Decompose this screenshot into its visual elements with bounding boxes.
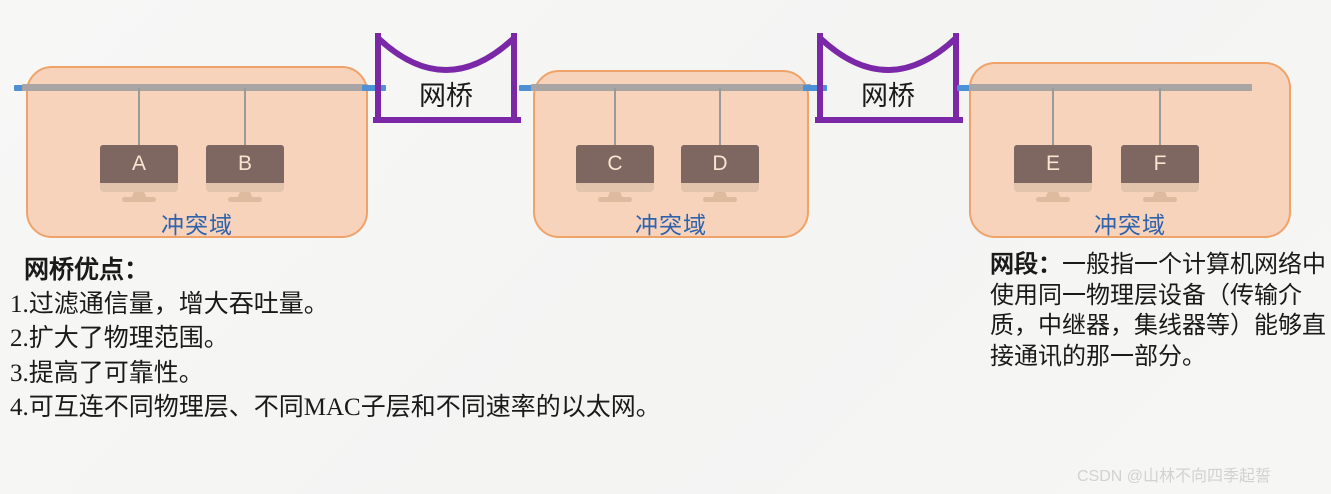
collision-domain-label-1: 冲突域 xyxy=(161,213,233,238)
monitor-bezel xyxy=(681,183,759,192)
bridge-shape-icon xyxy=(815,33,963,123)
drop-line-d xyxy=(719,88,721,146)
monitor-foot xyxy=(1143,197,1177,202)
drop-line-e xyxy=(1052,88,1054,146)
monitor-bezel xyxy=(576,183,654,192)
host-label-b: B xyxy=(206,145,284,183)
host-monitor-e[interactable]: E xyxy=(1014,145,1092,202)
monitor-neck xyxy=(237,192,253,199)
monitor-bezel xyxy=(1014,183,1092,192)
bridge-label-1: 网桥 xyxy=(419,81,473,111)
collision-domain-box-1 xyxy=(26,66,368,238)
monitor-neck xyxy=(131,192,147,199)
host-label-e: E xyxy=(1014,145,1092,183)
monitor-foot xyxy=(228,197,262,202)
segment-definition-body: 一般指一个计算机网络中使用同一物理层设备（传输介质，中继器，集线器等）能够直接通… xyxy=(990,252,1326,371)
bridge-shape-icon xyxy=(373,33,521,123)
bus-line-1 xyxy=(22,84,368,91)
monitor-foot xyxy=(1036,197,1070,202)
monitor-bezel xyxy=(100,183,178,192)
monitor-neck xyxy=(1152,192,1168,199)
host-monitor-c[interactable]: C xyxy=(576,145,654,202)
bus-stub-right-1 xyxy=(362,85,386,91)
bus-line-2 xyxy=(531,84,811,91)
host-monitor-a[interactable]: A xyxy=(100,145,178,202)
bridge-advantage-item-1: 1.过滤通信量，增大吞吐量。 xyxy=(10,290,329,318)
bridge-2[interactable]: 网桥 xyxy=(812,28,964,126)
csdn-watermark: CSDN @山林不向四季起誓 xyxy=(1077,468,1272,485)
bus-stub-left-2 xyxy=(519,85,541,91)
segment-definition-block: 网段：一般指一个计算机网络中使用同一物理层设备（传输介质，中继器，集线器等）能够… xyxy=(990,250,1330,373)
segment-definition-separator: ： xyxy=(1038,252,1062,278)
monitor-foot xyxy=(122,197,156,202)
collision-domain-label-2: 冲突域 xyxy=(635,213,707,238)
monitor-neck xyxy=(1045,192,1061,199)
monitor-bezel xyxy=(1121,183,1199,192)
host-label-a: A xyxy=(100,145,178,183)
bus-line-3 xyxy=(969,84,1252,91)
monitor-bezel xyxy=(206,183,284,192)
host-label-f: F xyxy=(1121,145,1199,183)
monitor-foot xyxy=(598,197,632,202)
monitor-neck xyxy=(607,192,623,199)
host-monitor-b[interactable]: B xyxy=(206,145,284,202)
host-monitor-f[interactable]: F xyxy=(1121,145,1199,202)
drop-line-f xyxy=(1159,88,1161,146)
drop-line-b xyxy=(244,88,246,146)
monitor-neck xyxy=(712,192,728,199)
bus-stub-left-3 xyxy=(957,85,979,91)
bridge-advantages-title: 网桥优点： xyxy=(24,257,150,284)
bridge-label-2: 网桥 xyxy=(861,81,915,111)
bridge-advantage-item-2: 2.扩大了物理范围。 xyxy=(10,325,229,352)
bridge-advantage-item-4: 4.可互连不同物理层、不同MAC子层和不同速率的以太网。 xyxy=(10,394,661,421)
collision-domain-label-3: 冲突域 xyxy=(1094,213,1166,238)
drop-line-c xyxy=(614,88,616,146)
monitor-foot xyxy=(703,197,737,202)
host-label-d: D xyxy=(681,145,759,183)
host-monitor-d[interactable]: D xyxy=(681,145,759,202)
drop-line-a xyxy=(138,88,140,146)
bus-stub-right-2 xyxy=(803,85,827,91)
segment-definition-term: 网段 xyxy=(990,252,1038,278)
host-label-c: C xyxy=(576,145,654,183)
bridge-advantages-block: 网桥优点： 1.过滤通信量，增大吞吐量。 2.扩大了物理范围。 3.提高了可靠性… xyxy=(10,256,750,426)
bridge-advantage-item-3: 3.提高了可靠性。 xyxy=(10,359,204,387)
bridge-1[interactable]: 网桥 xyxy=(370,28,522,126)
